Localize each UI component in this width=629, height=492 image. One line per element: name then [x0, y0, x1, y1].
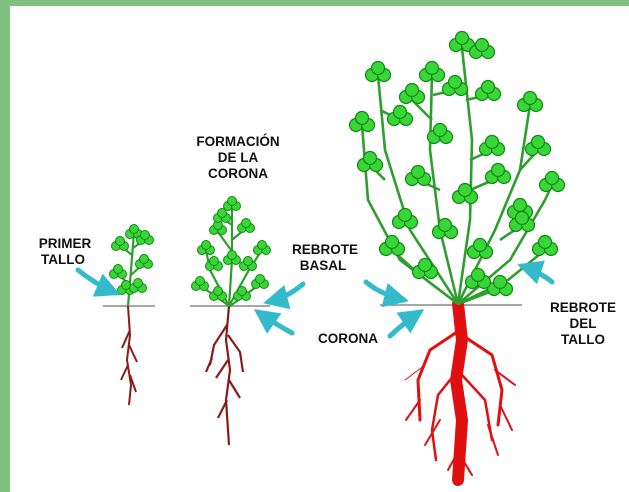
plant-first-stem	[110, 225, 154, 406]
svg-text:DE LA: DE LA	[218, 150, 259, 165]
svg-text:CORONA: CORONA	[208, 166, 268, 181]
label-rebrote-tallo: REBROTE DEL TALLO	[550, 300, 616, 347]
label-corona: CORONA	[318, 331, 378, 346]
svg-text:TALLO: TALLO	[41, 252, 85, 267]
svg-text:REBROTE: REBROTE	[292, 242, 358, 257]
svg-text:TALLO: TALLO	[561, 332, 605, 347]
plant-1-roots	[121, 306, 137, 405]
plant-mature-regrowth	[350, 32, 565, 481]
arrow-rebrote-tallo	[522, 266, 552, 282]
label-rebrote-basal: REBROTE BASAL	[292, 242, 358, 273]
arrow-corona-small	[258, 312, 292, 333]
plant-2-roots	[206, 306, 243, 445]
svg-text:REBROTE: REBROTE	[550, 300, 616, 315]
plant-3-roots	[405, 304, 515, 480]
label-primer-tallo: PRIMER TALLO	[39, 236, 92, 267]
arrow-rebrote-basal	[366, 282, 404, 300]
svg-text:PRIMER: PRIMER	[39, 236, 92, 251]
arrow-formacion-corona	[268, 284, 303, 302]
label-formacion-corona: FORMACIÓN DE LA CORONA	[196, 134, 279, 181]
svg-text:BASAL: BASAL	[300, 258, 347, 273]
svg-text:CORONA: CORONA	[318, 331, 378, 346]
svg-text:DEL: DEL	[570, 316, 597, 331]
plant-crown-formation	[192, 197, 271, 446]
svg-text:FORMACIÓN: FORMACIÓN	[196, 134, 279, 149]
arrow-corona-large	[390, 312, 420, 336]
